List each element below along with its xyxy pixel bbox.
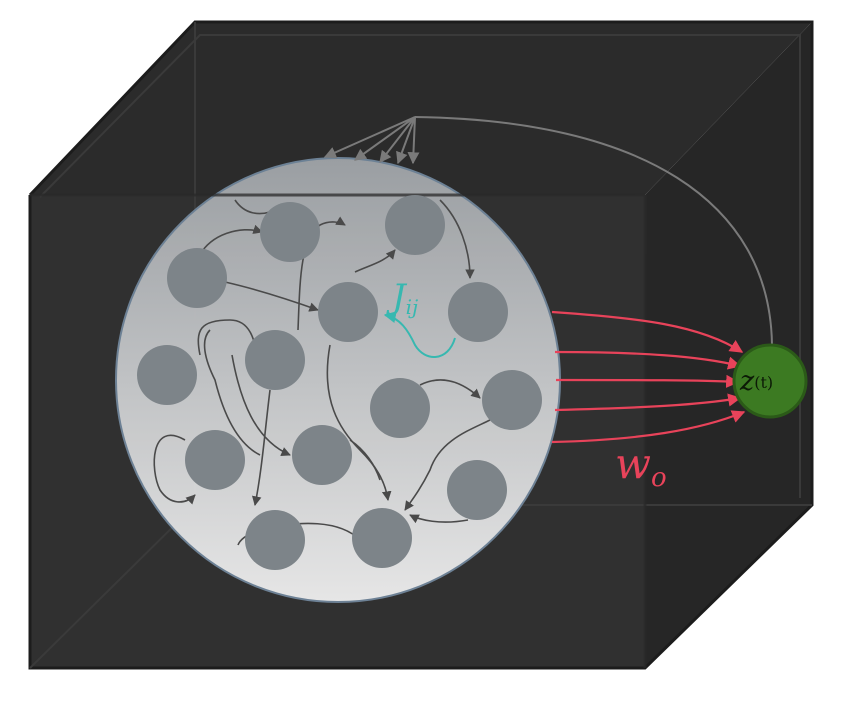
connection bbox=[439, 199, 475, 279]
output-weight-line bbox=[551, 310, 744, 353]
neuron bbox=[185, 430, 245, 490]
neuron bbox=[137, 345, 197, 405]
neurons bbox=[137, 195, 542, 570]
box-front-edges bbox=[30, 193, 647, 668]
output-weight-line bbox=[554, 393, 742, 412]
connection bbox=[326, 344, 392, 501]
neuron bbox=[370, 378, 430, 438]
recurrent-weight-label: Jij bbox=[386, 277, 418, 319]
connection bbox=[409, 514, 469, 524]
neuron bbox=[447, 460, 507, 520]
box-top-face bbox=[30, 22, 812, 195]
output-weight-line bbox=[555, 374, 740, 388]
neuron bbox=[167, 248, 227, 308]
neuron bbox=[482, 370, 542, 430]
neuron bbox=[292, 425, 352, 485]
neuron bbox=[352, 508, 412, 568]
neuron bbox=[245, 330, 305, 390]
recurrent-weight-arrow bbox=[383, 311, 456, 358]
feedback-branch bbox=[354, 116, 416, 161]
output-weight-line bbox=[554, 350, 742, 370]
connection bbox=[354, 249, 396, 273]
recurrent-connections bbox=[153, 199, 491, 546]
output-unit: z(t) bbox=[732, 343, 808, 419]
connection bbox=[419, 379, 481, 399]
connection bbox=[251, 389, 271, 506]
feedback-branch bbox=[407, 116, 420, 165]
neuron bbox=[385, 195, 445, 255]
output-unit-circle bbox=[732, 343, 808, 419]
connection bbox=[231, 354, 291, 457]
feedback-branch bbox=[323, 116, 416, 159]
connection bbox=[404, 419, 491, 511]
output-weight-line bbox=[551, 410, 746, 444]
feedback-connections bbox=[323, 116, 773, 346]
connection bbox=[224, 281, 319, 312]
feedback-trunk bbox=[414, 116, 773, 346]
neuron bbox=[260, 202, 320, 262]
connection bbox=[203, 329, 261, 456]
output-weight-label: wo bbox=[615, 439, 667, 493]
output-weights bbox=[551, 310, 746, 444]
feedback-branch bbox=[396, 116, 416, 165]
connection bbox=[349, 439, 381, 481]
feedback-branch bbox=[379, 116, 416, 163]
neuron bbox=[245, 510, 305, 570]
connection bbox=[153, 434, 196, 505]
neuron bbox=[448, 282, 508, 342]
output-unit-label: z(t) bbox=[739, 366, 773, 397]
neuron bbox=[318, 282, 378, 342]
